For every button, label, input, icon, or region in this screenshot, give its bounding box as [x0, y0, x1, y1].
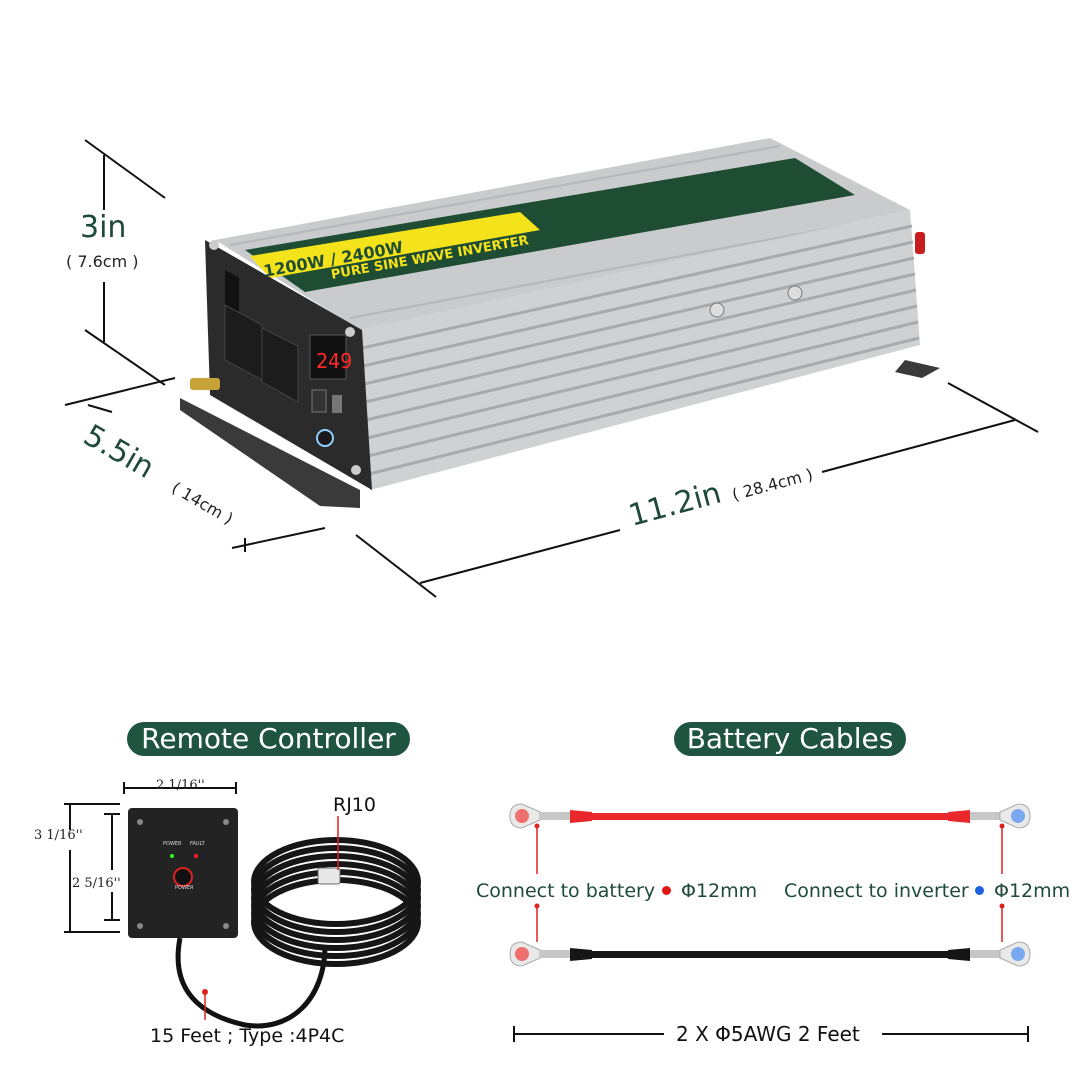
battery-cables-drawing	[509, 803, 1031, 1042]
remote-height-outer-dim: 3 1/16''	[34, 828, 83, 843]
power-button-icon	[316, 429, 334, 447]
remote-controller-title: Remote Controller	[127, 722, 410, 756]
inverter-dimension-drawing: 249	[64, 138, 1039, 598]
height-dim-metric: ( 7.6cm )	[66, 252, 139, 271]
inverter-display	[309, 334, 347, 380]
blue-dot-icon	[975, 886, 984, 895]
connect-battery-note: Connect to battery	[476, 880, 656, 902]
cable-coil	[251, 837, 421, 967]
height-dim: 3in	[80, 210, 127, 245]
cable-spec: 2 X Φ5AWG 2 Feet	[676, 1022, 860, 1046]
battery-terminal-size: Φ12mm	[681, 880, 758, 902]
remote-button-label: POWER	[175, 885, 194, 891]
inverter-terminal-size: Φ12mm	[994, 880, 1071, 902]
inverter-unit: 249	[180, 138, 940, 508]
red-cable	[509, 803, 1031, 829]
remote-fault-led-label: FAULT	[190, 841, 205, 847]
rj10-label: RJ10	[333, 794, 376, 816]
connect-inverter-note: Connect to inverter	[784, 880, 969, 902]
battery-cables-title: Battery Cables	[674, 722, 906, 756]
inverter-label-panel	[245, 158, 855, 292]
remote-controller-drawing	[64, 782, 421, 1029]
rj10-connector	[317, 867, 341, 885]
battery-terminal	[190, 378, 220, 390]
remote-power-button-icon	[173, 867, 193, 887]
remote-cable-note: 15 Feet ; Type :4P4C	[150, 1025, 345, 1047]
display-value: 249	[316, 349, 352, 373]
inverter-side-face	[360, 210, 920, 490]
remote-width-dim: 2 1/16''	[156, 778, 205, 793]
black-cable	[509, 941, 1031, 967]
dimension-lines	[64, 139, 1039, 598]
red-dot-icon	[662, 886, 671, 895]
remote-power-led-label: POWER	[163, 841, 182, 847]
inverter-front-foot	[180, 398, 360, 508]
remote-height-inner-dim: 2 5/16''	[72, 876, 121, 891]
inverter-yellow-strip	[250, 212, 540, 278]
